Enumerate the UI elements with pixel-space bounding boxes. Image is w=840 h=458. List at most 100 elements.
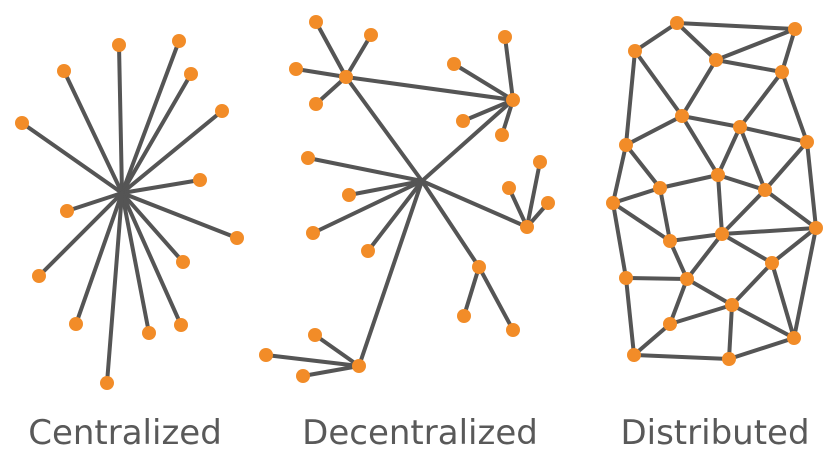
decentralized-node [498,30,512,44]
centralized-edge [117,43,124,195]
network-topology-diagram [15,15,823,390]
decentralized-edge [452,62,515,102]
distributed-edge [770,261,796,340]
centralized-node [60,204,74,218]
decentralized-edge [357,179,424,368]
decentralized-node [502,181,516,195]
distributed-edge [720,232,774,265]
distributed-edge [633,49,684,118]
decentralized-node [364,28,378,42]
distributed-edge [716,173,724,236]
centralized-edge [120,191,151,335]
distributed-node [765,256,779,270]
distributed-node [606,196,620,210]
distributed-edge [624,143,662,190]
decentralized-edge [344,75,424,183]
decentralized-node [352,359,366,373]
distributed-edge [738,70,784,129]
distributed-edge [611,143,628,205]
decentralized-edge [366,179,424,253]
distributed-edge [780,27,797,74]
distributed-edge [770,226,818,265]
distributed-edge [720,226,818,236]
distributed-edge [675,21,718,62]
decentralized-edge [420,98,515,183]
centralized-edge [74,191,124,326]
distributed-node [775,65,789,79]
decentralized-node [342,188,356,202]
distributed-edge [611,201,672,243]
decentralized-edge [462,265,481,318]
decentralized-edge [264,353,361,368]
distributed-edge [738,125,767,192]
centralized-node [69,317,83,331]
decentralized-node [472,260,486,274]
distributed-edge [714,27,797,62]
distributed-edge [680,114,720,177]
decentralized-node [289,62,303,76]
decentralized-node [308,328,322,342]
centralized-edge [62,69,124,195]
centralized-edge [65,191,124,213]
distributed-edge [763,140,809,192]
decentralized-node [361,244,375,258]
decentralized-node [309,15,323,29]
centralized-node [172,34,186,48]
distributed-edge [763,188,818,230]
distributed-node [675,109,689,123]
decentralized-edge [314,20,348,79]
decentralized-node [447,57,461,71]
distributed-node [663,234,677,248]
distributed-edge [680,58,718,118]
distributed-node [670,16,684,30]
decentralized-node [495,128,509,142]
decentralized-edge [313,333,361,368]
distributed-node [619,271,633,285]
distributed-edge [780,70,809,144]
centralized-node [230,231,244,245]
decentralized-edge [311,179,424,235]
decentralized-edge [420,179,481,269]
distributed-node [715,227,729,241]
decentralized-node [506,323,520,337]
decentralized-node [506,93,520,107]
distributed-edge [805,140,818,230]
decentralized-node [306,226,320,240]
decentralized-edge [306,156,424,183]
decentralized-node [309,97,323,111]
decentralized-caption: Decentralized [302,413,538,453]
distributed-node [711,168,725,182]
distributed-node [680,272,694,286]
distributed-edge [624,114,684,147]
distributed-node [722,352,736,366]
decentralized-edge [294,67,348,79]
distributed-edge [675,21,797,31]
decentralized-node [296,369,310,383]
distributed-edge [658,186,672,243]
centralized-node [142,326,156,340]
distributed-edge [668,303,734,326]
distributed-edge [680,114,742,129]
distributed-node [733,120,747,134]
distributed-edge [658,173,720,190]
centralized-edge [120,191,239,240]
decentralized-edge [525,160,542,229]
distributed-edge [668,232,724,243]
centralized-edge [120,178,202,195]
decentralized-node [541,196,555,210]
distributed-node [809,221,823,235]
distributed-network [606,16,823,366]
decentralized-edge [477,265,515,332]
decentralized-edge [344,33,373,79]
decentralized-edge [461,98,515,123]
distributed-edge [624,49,637,147]
distributed-edge [611,201,628,280]
centralized-node [112,38,126,52]
centralized-network [15,34,244,390]
decentralized-node [457,309,471,323]
decentralized-edge [503,35,515,102]
decentralized-edge [347,179,424,197]
centralized-edge [120,39,181,195]
centralized-edge [120,72,193,195]
distributed-caption: Distributed [620,413,810,453]
